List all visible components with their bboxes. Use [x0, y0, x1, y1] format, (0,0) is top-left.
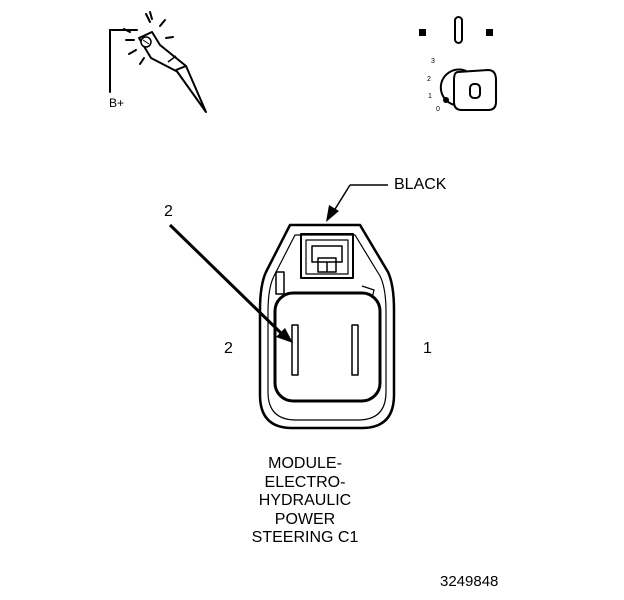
ignition-position-3: 3 — [431, 58, 435, 65]
connector-color-label: BLACK — [394, 176, 447, 193]
figure-number: 3249848 — [440, 573, 499, 590]
caption-line: STEERING C1 — [251, 529, 359, 546]
probe-voltage-label: B+ — [109, 96, 125, 110]
caption-line: HYDRAULIC — [258, 492, 352, 509]
ignition-position-1: 1 — [428, 93, 432, 100]
callout-terminal-number: 2 — [164, 203, 173, 220]
caption-line: ELECTRO- — [264, 473, 346, 491]
terminal-2-label: 2 — [224, 340, 233, 357]
caption-line: MODULE- — [268, 455, 342, 472]
ignition-position-0: 0 — [436, 106, 440, 113]
caption-line: POWER — [274, 510, 336, 528]
terminal-1-label: 1 — [423, 340, 432, 357]
ignition-position-2: 2 — [427, 76, 431, 83]
connector-caption: MODULE- ELECTRO- HYDRAULIC POWER STEERIN… — [230, 455, 380, 548]
